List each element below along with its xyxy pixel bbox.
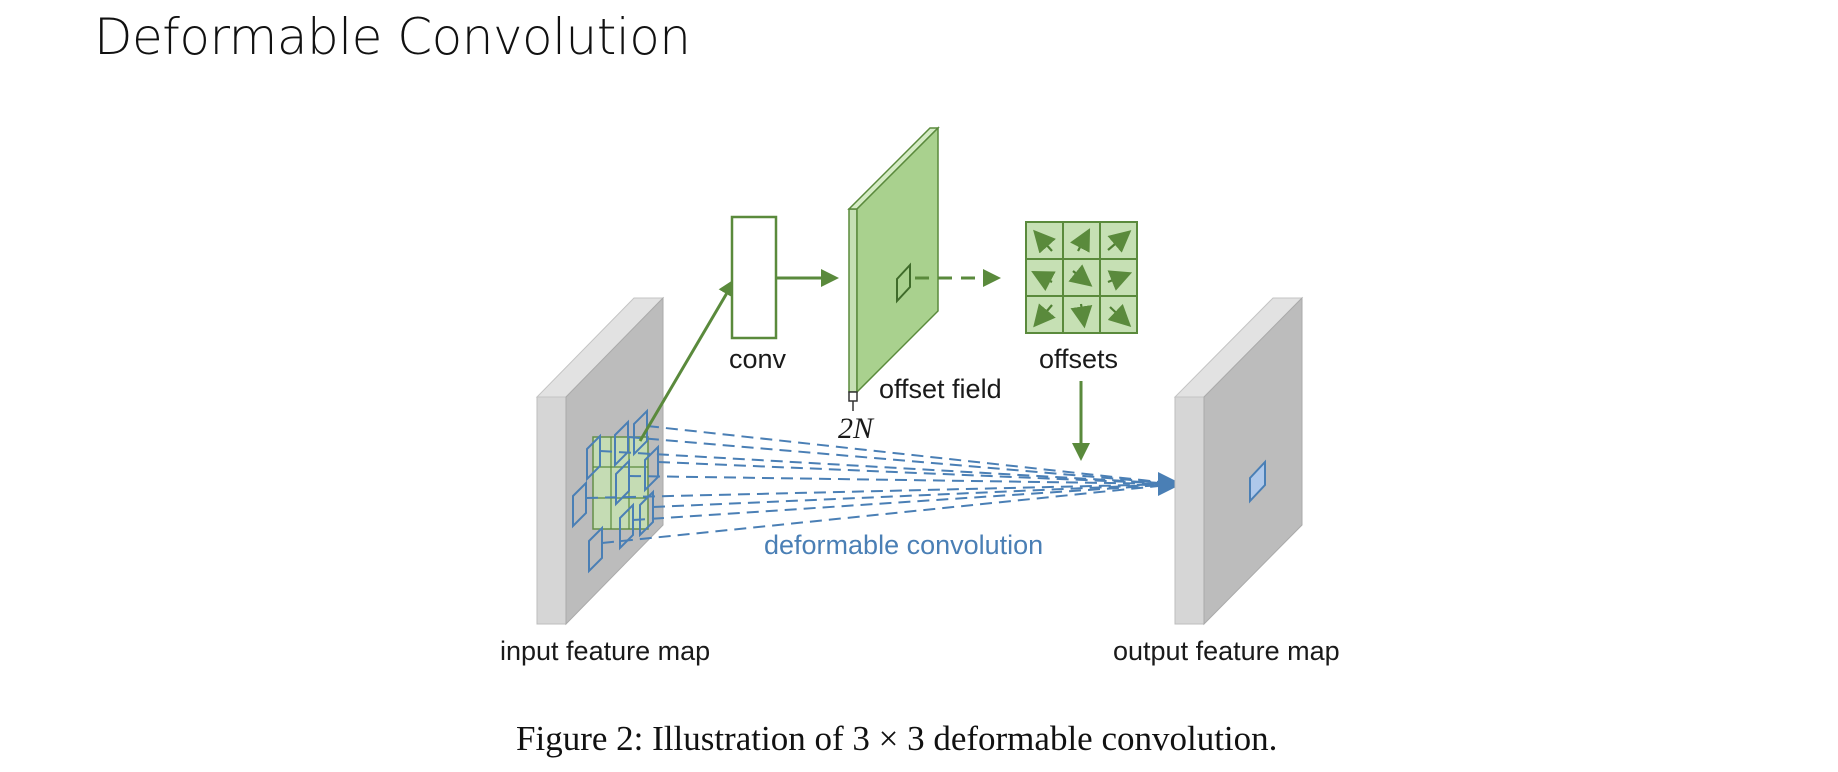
offset-field — [847, 126, 940, 411]
offset-field-label: offset field — [879, 374, 1002, 404]
conv-label: conv — [729, 344, 787, 374]
offsets-label: offsets — [1039, 344, 1118, 374]
input-feature-map-label: input feature map — [500, 636, 710, 666]
input-to-conv-arrow — [638, 278, 736, 442]
deformed-sampling-points — [572, 408, 659, 574]
figure-caption: Figure 2: Illustration of 3 × 3 deformab… — [516, 719, 1277, 758]
slide-title: Deformable Convolution — [94, 8, 691, 66]
deformable-convolution-lines — [585, 425, 1179, 544]
two-n-label: 2N — [838, 412, 875, 445]
output-feature-map — [1173, 296, 1304, 626]
conv-box — [730, 215, 778, 340]
output-feature-map-label: output feature map — [1113, 636, 1340, 666]
deformable-convolution-label: deformable convolution — [764, 530, 1043, 560]
offsets-grid — [1025, 221, 1138, 334]
convolution-arrowhead — [1158, 472, 1182, 496]
